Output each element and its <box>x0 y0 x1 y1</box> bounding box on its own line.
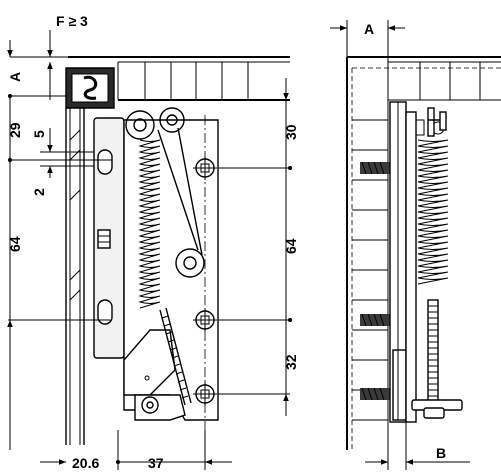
label-a-left: A <box>7 72 23 82</box>
label-37: 37 <box>148 455 164 471</box>
label-a-right: A <box>364 21 374 37</box>
label-64-left: 64 <box>7 236 23 252</box>
dimension-lines-left <box>7 30 292 470</box>
right-view: A B <box>330 20 501 470</box>
right-top-panel <box>347 56 501 101</box>
label-29: 29 <box>7 122 23 138</box>
label-64-right: 64 <box>283 238 299 254</box>
label-b: B <box>436 445 446 461</box>
cabinet-top-panel <box>68 56 290 101</box>
label-20-6: 20.6 <box>72 455 99 471</box>
side-screw-top <box>360 161 390 175</box>
label-f-min: F ≥ 3 <box>56 13 88 29</box>
hinge-body <box>123 107 219 421</box>
dimension-lines-right <box>330 20 470 470</box>
label-2: 2 <box>31 188 47 196</box>
left-view: F ≥ 3 A 29 5 2 64 30 64 32 20.6 37 <box>7 13 299 471</box>
hinge-side-profile <box>389 101 463 423</box>
label-30: 30 <box>283 124 299 140</box>
side-screw-bottom <box>360 387 390 401</box>
side-screw-middle <box>360 313 390 327</box>
frame-profile <box>65 67 115 445</box>
label-5: 5 <box>31 130 47 138</box>
label-32: 32 <box>283 354 299 370</box>
mounting-plate <box>93 117 125 359</box>
